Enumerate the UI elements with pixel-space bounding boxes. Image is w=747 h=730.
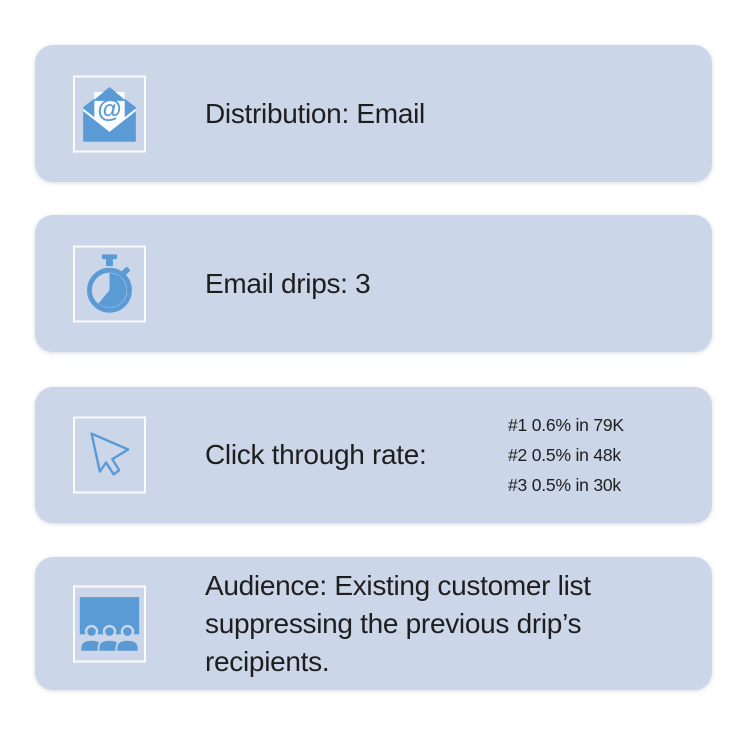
stat-drip-1: #1 0.6% in 79K (508, 415, 624, 435)
stat-drip-3: #3 0.5% in 30k (508, 475, 621, 495)
email-drips-label: Email drips: 3 (205, 267, 371, 299)
card-click-through-rate: Click through rate: #1 0.6% in 79K #2 0.… (35, 387, 712, 523)
card-audience: Audience: Existing customer list suppres… (35, 557, 712, 690)
audience-icon (73, 585, 146, 662)
stat-drip-2: #2 0.5% in 48k (508, 445, 621, 465)
click-through-rate-label: Click through rate: (205, 439, 427, 470)
svg-text:@: @ (97, 96, 121, 123)
card-distribution: @ Distribution: Email (35, 45, 712, 182)
cursor-icon (73, 416, 146, 494)
card-email-drips: Email drips: 3 (35, 215, 712, 352)
stopwatch-icon (73, 245, 146, 322)
distribution-label: Distribution: Email (205, 97, 425, 129)
audience-label-line-1: Audience: Existing customer list (205, 569, 591, 601)
click-through-rate-stats: #1 0.6% in 79K #2 0.5% in 48k #3 0.5% in… (508, 410, 624, 500)
email-icon: @ (73, 75, 146, 152)
audience-label: Audience: Existing customer list suppres… (205, 567, 675, 681)
audience-label-line-3: recipients. (205, 645, 330, 677)
audience-label-line-2: suppressing the previous drip’s (205, 607, 582, 639)
